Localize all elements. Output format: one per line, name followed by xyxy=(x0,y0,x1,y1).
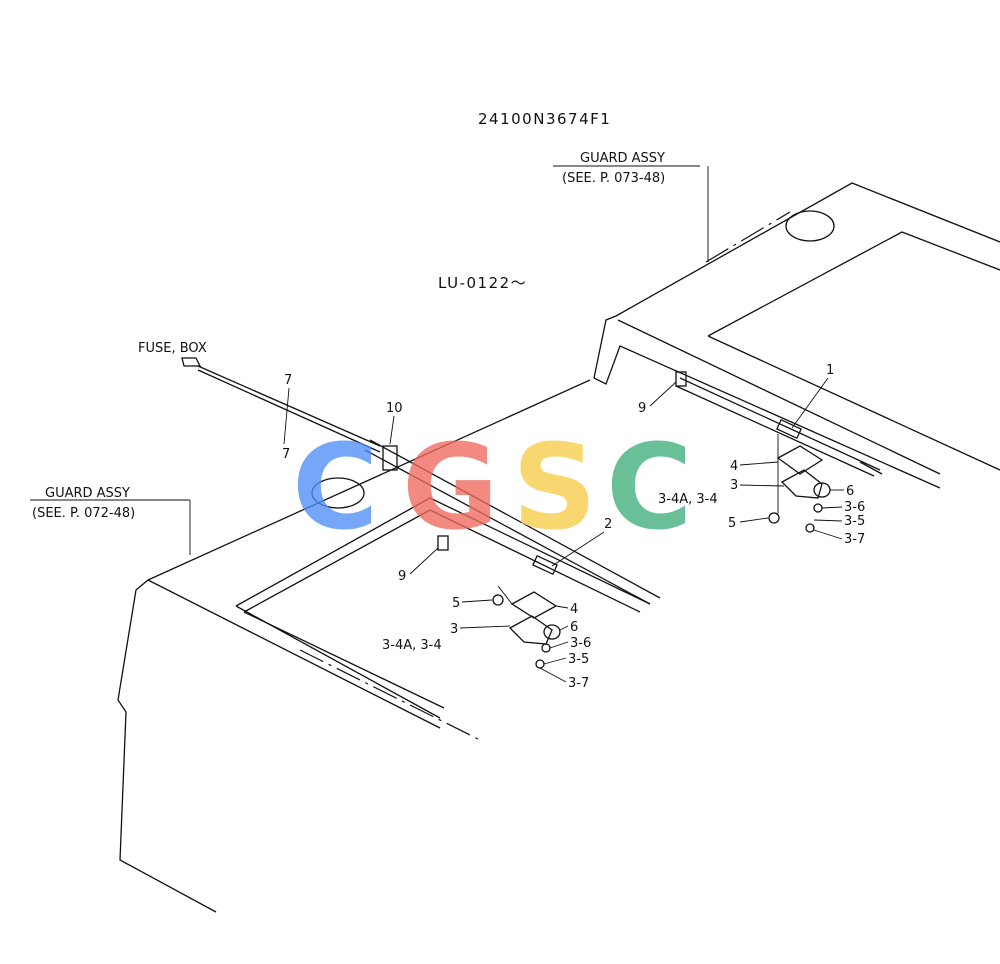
callout-3-6a: 3-6 xyxy=(844,500,865,515)
callout-2: 2 xyxy=(604,517,612,532)
callout-1: 1 xyxy=(826,363,834,378)
callout-4a: 4 xyxy=(730,459,738,474)
watermark-letter-3: S xyxy=(512,418,597,556)
watermark-letter-4: C xyxy=(606,418,693,556)
callout-5b: 5 xyxy=(452,596,460,611)
bracket-part-9-upper xyxy=(675,371,687,387)
fuse-box-arrow xyxy=(181,357,202,367)
callout-3-7b: 3-7 xyxy=(568,676,589,691)
guard-assy-label-top: GUARD ASSY xyxy=(580,151,665,166)
cgsc-watermark-logo: C G S C xyxy=(292,418,693,556)
hinge-assembly-upper xyxy=(768,434,831,533)
callout-3-5b: 3-5 xyxy=(568,652,589,667)
callout-6a: 6 xyxy=(846,484,854,499)
lower-guard-housing xyxy=(117,379,651,913)
callout-3-5a: 3-5 xyxy=(844,514,865,529)
callout-3a: 3 xyxy=(730,478,738,493)
label-plate-part-1 xyxy=(776,418,802,440)
callout-9a: 9 xyxy=(638,401,646,416)
hinge-assembly-lower xyxy=(492,585,561,669)
serial-range: LU-0122～ xyxy=(438,274,527,292)
access-hole-lower xyxy=(311,477,365,509)
guard-assy-label-left: GUARD ASSY xyxy=(45,486,130,501)
guard-assy-see-left: (SEE. P. 072-48) xyxy=(32,506,135,521)
callout-3-7a: 3-7 xyxy=(844,532,865,547)
upper-guard-housing xyxy=(593,182,1000,489)
guard-assy-reference-left: GUARD ASSY (SEE. P. 072-48) xyxy=(30,486,191,555)
access-hole-upper xyxy=(785,210,835,242)
callout-6b: 6 xyxy=(570,620,578,635)
callout-9b: 9 xyxy=(398,569,406,584)
callouts: 1 2 7 7 10 9 9 4 3 3-4A, 3-4 5 6 3-6 3-5… xyxy=(282,363,865,691)
callout-3-4a-lower: 3-4A, 3-4 xyxy=(382,638,442,653)
guard-assy-see-top: (SEE. P. 073-48) xyxy=(562,171,665,186)
callout-4b: 4 xyxy=(570,602,578,617)
clamp-part-10 xyxy=(382,445,398,471)
callout-7b: 7 xyxy=(282,447,290,462)
callout-7a: 7 xyxy=(284,373,292,388)
part-number: 24100N3674F1 xyxy=(478,110,611,128)
watermark-letter-2: G xyxy=(402,418,499,556)
mounting-rails xyxy=(364,371,883,605)
bracket-part-9-lower xyxy=(437,535,449,551)
callout-3b: 3 xyxy=(450,622,458,637)
callout-10: 10 xyxy=(386,401,403,416)
fuse-box-label: FUSE, BOX xyxy=(138,341,207,356)
callout-5a: 5 xyxy=(728,516,736,531)
label-plate-part-2 xyxy=(532,554,558,576)
callout-3-6b: 3-6 xyxy=(570,636,591,651)
callout-3-4a-upper: 3-4A, 3-4 xyxy=(658,492,718,507)
watermark-letter-1: C xyxy=(292,418,379,556)
fuse-box-cable: FUSE, BOX xyxy=(138,341,381,453)
guard-assy-reference-top: GUARD ASSY (SEE. P. 073-48) xyxy=(553,151,709,262)
